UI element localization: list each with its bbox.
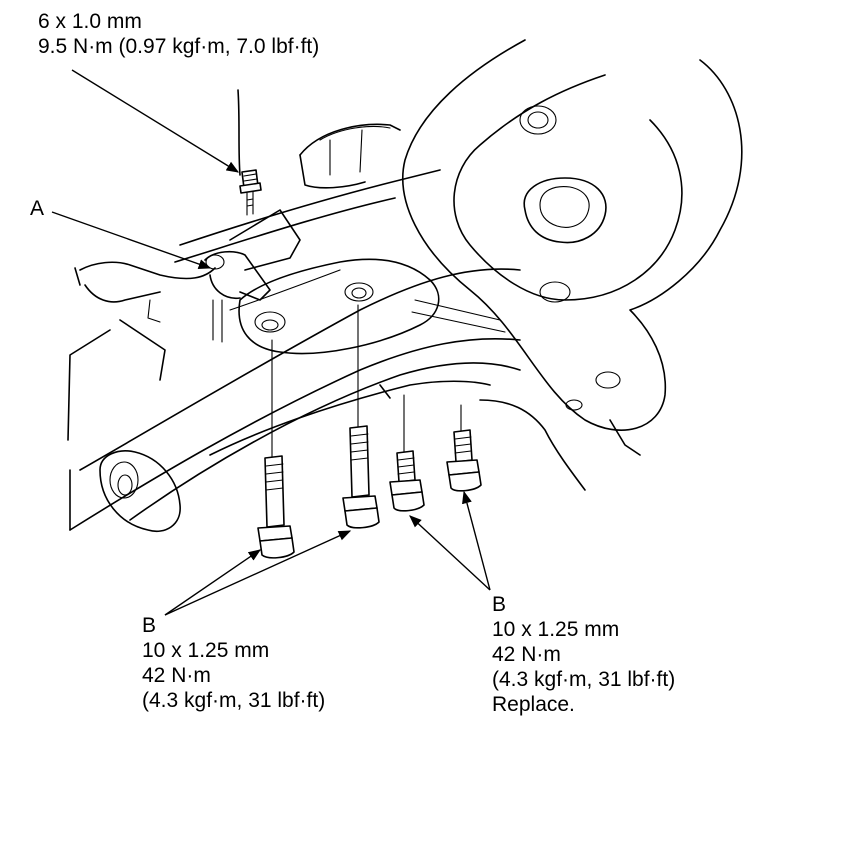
- part-a-label: A: [30, 197, 45, 220]
- knuckle-body: [402, 39, 743, 456]
- subframe-rail-upper: [174, 123, 441, 263]
- bolt-b-2: [342, 304, 380, 529]
- bolts-b-right-torque: 42 N·m: [492, 643, 561, 666]
- top-bolt-callout: 6 x 1.0 mm 9.5 N·m (0.97 kgf·m, 7.0 lbf·…: [38, 9, 319, 59]
- bolts-b-right-size: 10 x 1.25 mm: [492, 618, 620, 641]
- mounting-plate: [238, 258, 506, 355]
- bolts-b-left-torque-alt: (4.3 kgf·m, 31 lbf·ft): [142, 689, 326, 712]
- bolts-b-left-label: B: [142, 614, 157, 637]
- bracket-a: [74, 89, 301, 343]
- bolt-b-1: [257, 339, 295, 559]
- bolt-b-3: [389, 394, 425, 512]
- bolt-b-4: [446, 404, 482, 492]
- bolts-b-right-callout: B 10 x 1.25 mm 42 N·m (4.3 kgf·m, 31 lbf…: [492, 592, 675, 717]
- bushing-left: [99, 450, 181, 532]
- bolts-b-right-note: Replace.: [492, 693, 575, 716]
- top-bolt-torque: 9.5 N·m (0.97 kgf·m, 7.0 lbf·ft): [38, 35, 320, 58]
- bolt-6mm: [239, 169, 262, 216]
- leader-arrows: [51, 69, 491, 616]
- subframe-rail-lower: [67, 268, 586, 531]
- bolts-b-left-size: 10 x 1.25 mm: [142, 639, 270, 662]
- part-a-callout: A: [30, 196, 44, 221]
- bolts-b-right-torque-alt: (4.3 kgf·m, 31 lbf·ft): [492, 668, 676, 691]
- bolts-b-right-label: B: [492, 593, 507, 616]
- bolts-b-left-callout: B 10 x 1.25 mm 42 N·m (4.3 kgf·m, 31 lbf…: [142, 613, 325, 713]
- top-bolt-size: 6 x 1.0 mm: [38, 10, 142, 33]
- bolts-b-left-torque: 42 N·m: [142, 664, 211, 687]
